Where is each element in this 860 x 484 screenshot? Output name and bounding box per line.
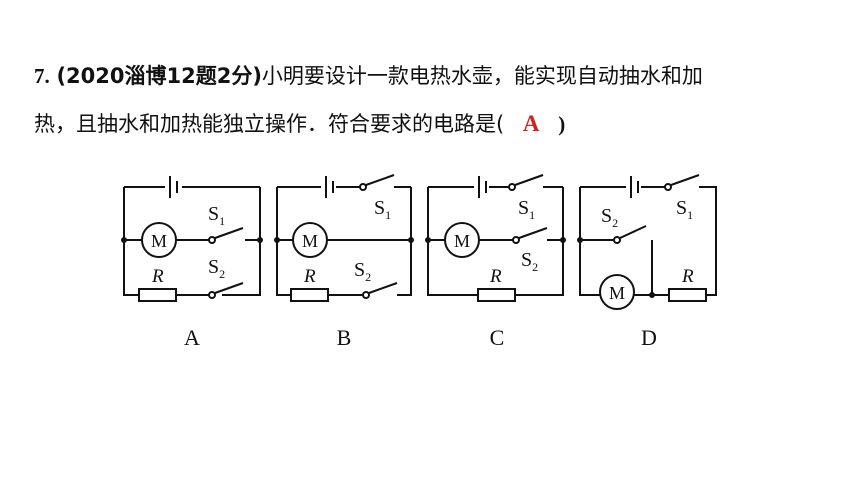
- switch-s1-label: S1: [208, 203, 225, 228]
- motor: [599, 274, 635, 310]
- switch-s2-label: S2: [601, 205, 618, 230]
- switch-s2-blade: [368, 282, 398, 294]
- switch-s2-blade: [214, 282, 244, 294]
- circuit-a: M S1 R S2: [121, 176, 263, 302]
- switch-contact: [208, 236, 216, 244]
- switch-s1-label: S1: [518, 197, 535, 222]
- resistor: [138, 288, 177, 302]
- circuit-d: S1 S2 M R: [577, 174, 717, 310]
- switch-s1-label: S1: [676, 197, 693, 222]
- switch-s1-blade: [365, 174, 395, 186]
- close-paren: ): [558, 112, 566, 136]
- question-line1: 小明要设计一款电热水壶，能实现自动抽水和加: [261, 64, 703, 88]
- switch-s1-blade: [214, 227, 244, 239]
- switch-s2-label: S2: [208, 256, 225, 281]
- resistor-label: R: [681, 266, 694, 287]
- resistor-label: R: [151, 266, 164, 287]
- option-label-c: C: [490, 325, 505, 350]
- circuit-b: S1 M R S2: [274, 174, 414, 302]
- motor-label: M: [151, 231, 167, 251]
- question-number: 7.: [34, 64, 50, 88]
- switch-s1-label: S1: [374, 197, 391, 222]
- resistor: [668, 288, 707, 302]
- switch-s2-blade: [518, 227, 548, 239]
- switch-s2-blade: [619, 225, 647, 239]
- option-label-a: A: [184, 325, 200, 350]
- answer-text: A: [522, 111, 540, 136]
- question-line2: 热，且抽水和加热能独立操作．符合要求的电路是(: [34, 112, 505, 136]
- motor-label: M: [302, 231, 318, 251]
- option-label-d: D: [641, 325, 657, 350]
- resistor: [477, 288, 516, 302]
- resistor: [290, 288, 329, 302]
- resistor-label: R: [489, 266, 502, 287]
- motor-label: M: [609, 283, 625, 303]
- switch-s1-blade: [670, 174, 700, 186]
- resistor-label: R: [303, 266, 316, 287]
- option-label-b: B: [337, 325, 352, 350]
- motor-label: M: [454, 231, 470, 251]
- circuit-c: S1 M S2 R: [425, 174, 566, 302]
- question-source: (2020淄博12题2分): [56, 64, 262, 88]
- switch-s2-label: S2: [354, 259, 371, 284]
- question-text: 7. (2020淄博12题2分)小明要设计一款电热水壶，能实现自动抽水和加 热，…: [34, 52, 834, 148]
- switch-s2-label: S2: [521, 249, 538, 274]
- switch-s1-blade: [514, 174, 544, 186]
